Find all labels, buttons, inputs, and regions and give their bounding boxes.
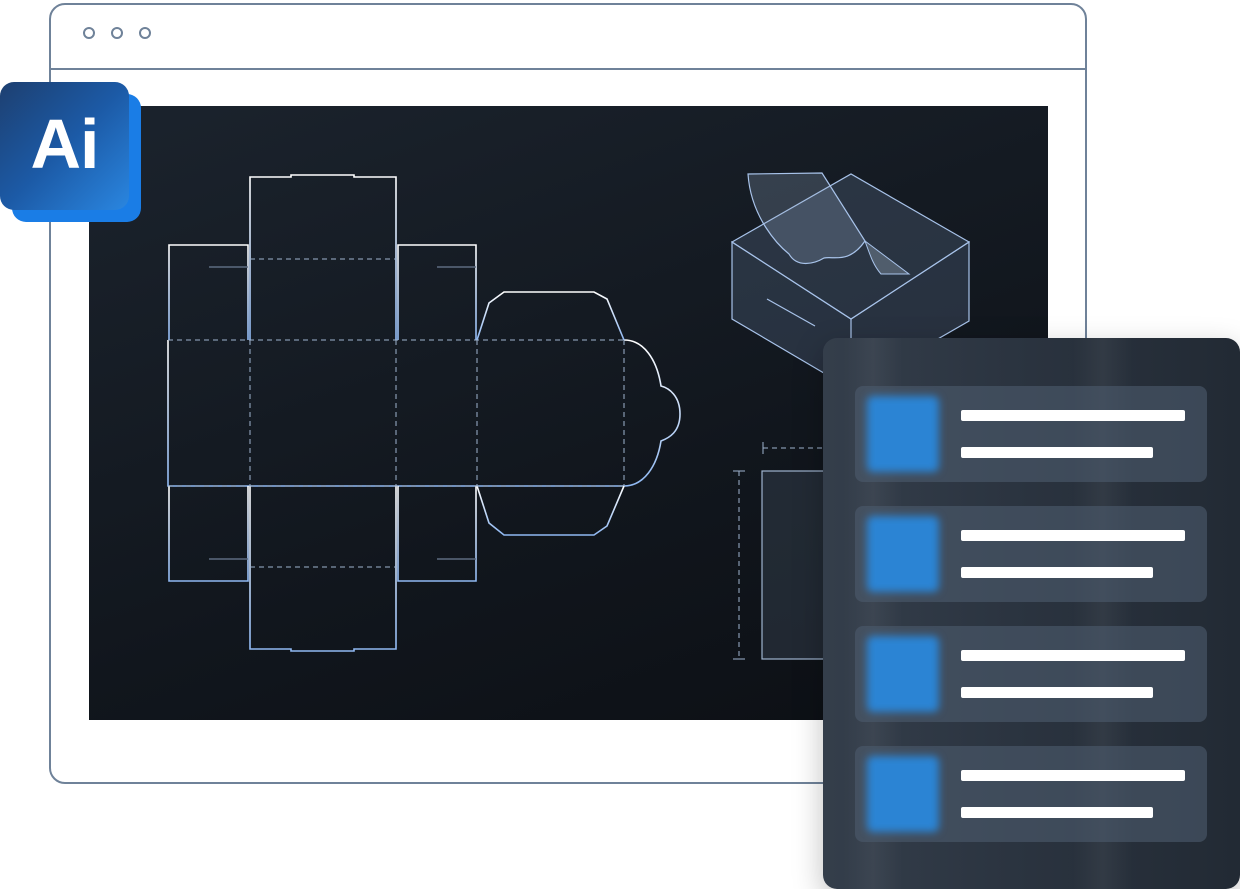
title-bar: [51, 5, 1085, 70]
layer-title-placeholder: [961, 650, 1185, 661]
window-control-dot[interactable]: [111, 27, 123, 39]
fold-lines: [168, 258, 625, 568]
illustrator-app-icon: Ai: [0, 82, 129, 210]
layer-subtitle-placeholder: [961, 447, 1153, 458]
layer-thumbnail: [867, 636, 939, 712]
window-control-dot[interactable]: [139, 27, 151, 39]
layer-subtitle-placeholder: [961, 687, 1153, 698]
layer-thumbnail: [867, 516, 939, 592]
layer-item[interactable]: [855, 386, 1207, 482]
window-control-dot[interactable]: [83, 27, 95, 39]
layer-thumbnail: [867, 756, 939, 832]
glue-marks: [209, 266, 476, 560]
layer-subtitle-placeholder: [961, 567, 1153, 578]
dieline-flat: [167, 174, 681, 652]
layer-title-placeholder: [961, 410, 1185, 421]
app-badge-label: Ai: [30, 105, 100, 183]
layer-item[interactable]: [855, 506, 1207, 602]
layer-title-placeholder: [961, 770, 1185, 781]
layer-title-placeholder: [961, 530, 1185, 541]
layers-panel: [823, 338, 1240, 889]
layer-subtitle-placeholder: [961, 807, 1153, 818]
layer-item[interactable]: [855, 626, 1207, 722]
layer-thumbnail: [867, 396, 939, 472]
layer-item[interactable]: [855, 746, 1207, 842]
